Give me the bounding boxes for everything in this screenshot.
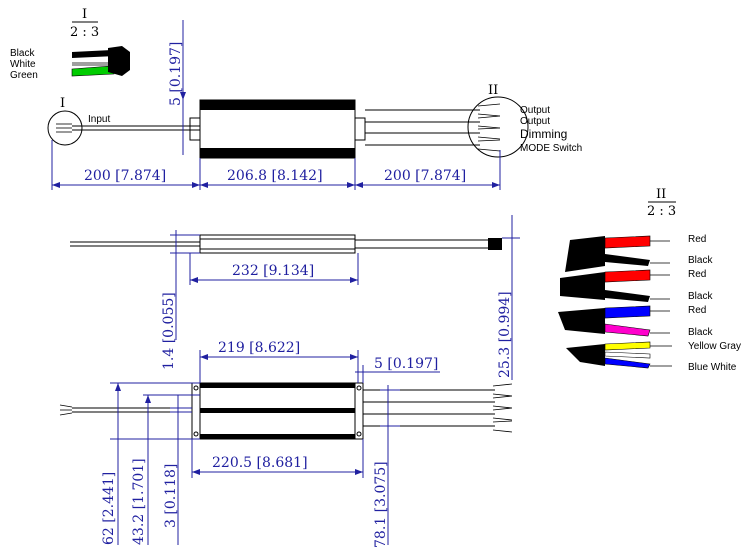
detail-II-wire-6: Black — [688, 327, 713, 338]
bottom-view: 219 [8.622] 5 [0.197] 220.5 [8.681] 62 [… — [59, 340, 513, 548]
dimming-label: Dimming — [520, 127, 567, 141]
dim-5-bottom: 5 [0.197] — [374, 356, 438, 372]
output-label-2: Output — [520, 116, 550, 127]
detail-II-title: II — [656, 187, 666, 202]
dim-5-top: 5 [0.197] — [168, 42, 184, 106]
dim-232: 232 [9.134] — [232, 263, 314, 279]
output-label-1: Output — [520, 105, 550, 116]
dim-25-3: 25.3 [0.994] — [497, 291, 513, 378]
detail-II-wire-8: Blue White — [688, 362, 737, 373]
detail-II: II 2 : 3 Red Black Red Black Red Black — [558, 187, 741, 373]
detail-II-scale: 2 : 3 — [647, 204, 676, 219]
mode-switch-label: MODE Switch — [520, 143, 582, 154]
detail-I-marker-circle — [47, 110, 83, 146]
dim-62: 62 [2.441] — [101, 472, 117, 545]
dim-43-2: 43.2 [1.701] — [131, 458, 147, 545]
wire-label-green: Green — [10, 70, 38, 81]
dim-206-8: 206.8 [8.142] — [227, 168, 323, 184]
wire-label-white: White — [10, 59, 36, 70]
detail-II-wire-4: Black — [688, 291, 713, 302]
detail-II-wire-3: Red — [688, 269, 706, 280]
detail-I-title: I — [82, 7, 87, 22]
detail-II-marker-circle — [467, 96, 529, 158]
wire-label-black: Black — [10, 48, 35, 59]
detail-I-callout: I 2 : 3 Black White Green — [10, 7, 130, 81]
detail-II-wire-7: Yellow Gray — [688, 341, 741, 352]
input-label: Input — [88, 114, 110, 125]
dim-78-1: 78.1 [3.075] — [373, 461, 389, 548]
input-wire-bundle — [71, 46, 130, 77]
dim-200-left: 200 [7.874] — [84, 168, 166, 184]
dim-200-right: 200 [7.874] — [384, 168, 466, 184]
detail-II-wire-2: Black — [688, 255, 713, 266]
detail-II-wire-5: Red — [688, 305, 706, 316]
dim-3: 3 [0.118] — [163, 464, 179, 528]
dim-1-4: 1.4 [0.055] — [161, 292, 177, 370]
detail-II-marker: II — [488, 83, 498, 98]
detail-I-scale: 2 : 3 — [70, 25, 99, 40]
top-view: I Input II Output Outp — [47, 20, 582, 190]
driver-body-side — [199, 234, 356, 254]
dim-219: 219 [8.622] — [218, 340, 300, 356]
detail-II-wire-1: Red — [688, 234, 706, 245]
detail-I-marker: I — [60, 96, 65, 111]
side-view: 232 [9.134] 1.4 [0.055] 25.3 [0.994] — [70, 215, 520, 380]
dim-220-5: 220.5 [8.681] — [212, 455, 308, 471]
